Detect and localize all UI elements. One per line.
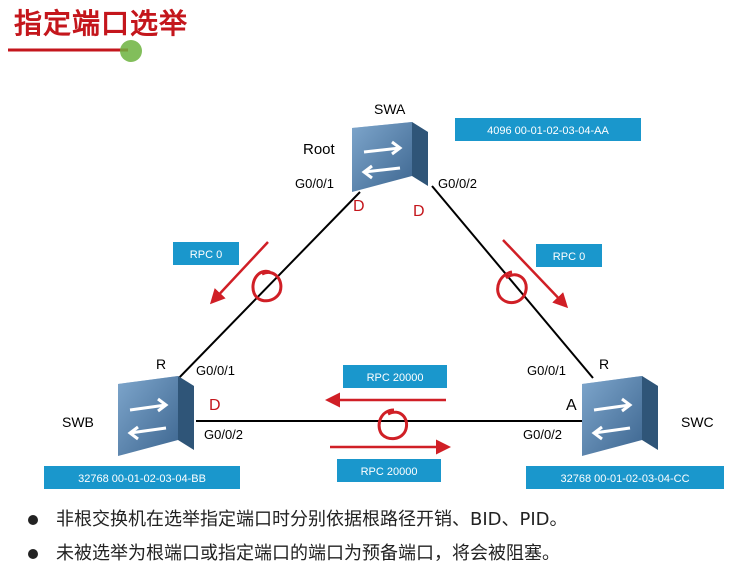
bullet-item: 未被选举为根端口或指定端口的端口为预备端口，将会被阻塞。 xyxy=(26,537,568,571)
annotation-circle-right xyxy=(496,270,528,305)
annotation-circle-left xyxy=(251,269,283,303)
swa-root-label: Root xyxy=(303,141,336,158)
rpc-right-label: RPC 0 xyxy=(553,251,585,263)
swa-name: SWA xyxy=(374,101,406,117)
link-swa-swb xyxy=(174,191,361,383)
swb-name: SWB xyxy=(62,414,94,430)
swc-port-g001: G0/0/1 xyxy=(527,363,566,378)
rpc-bottom-bottom-label: RPC 20000 xyxy=(361,466,418,478)
annotation-circle-bottom xyxy=(377,408,409,441)
swa-port2-role: D xyxy=(413,203,425,220)
swa-port-g002: G0/0/2 xyxy=(438,176,477,191)
rpc-right-arrow xyxy=(502,239,569,309)
switch-swc-icon[interactable] xyxy=(582,376,658,456)
swb-bid-box xyxy=(44,466,240,489)
swb-port-g002: G0/0/2 xyxy=(204,427,243,442)
swc-port-g002: G0/0/2 xyxy=(523,427,562,442)
swa-bid: 4096 00-01-02-03-04-AA xyxy=(487,125,609,137)
bullet-text: 未被选举为根端口或指定端口的端口为预备端口，将会被阻塞。 xyxy=(56,543,560,564)
bullet-item: 非根交换机在选举指定端口时分别依据根路径开销、BID、PID。 xyxy=(26,503,568,537)
swa-bid-box xyxy=(455,118,641,141)
rpc-right-box xyxy=(536,244,602,267)
swc-port1-role: R xyxy=(599,356,609,372)
switch-swb-icon[interactable] xyxy=(118,376,194,456)
swc-bid: 32768 00-01-02-03-04-CC xyxy=(560,473,689,485)
swb-port-g001: G0/0/1 xyxy=(196,363,235,378)
rpc-left-box xyxy=(173,242,239,265)
bullet-text: 非根交换机在选举指定端口时分别依据根路径开销、BID、PID。 xyxy=(56,509,568,530)
swb-port1-role: R xyxy=(156,356,166,372)
rpc-bottom-bottom-box xyxy=(337,459,441,482)
bullet-list: 非根交换机在选举指定端口时分别依据根路径开销、BID、PID。 未被选举为根端口… xyxy=(26,503,568,571)
rpc-bottom-top-box xyxy=(343,365,447,388)
page-title: 指定端口选举 xyxy=(14,7,189,40)
rpc-left-label: RPC 0 xyxy=(190,249,222,261)
bullet-dot-icon xyxy=(28,515,38,525)
rpc-bottom-top-label: RPC 20000 xyxy=(367,372,424,384)
swc-port2-role: A xyxy=(566,397,577,414)
swc-name: SWC xyxy=(681,414,714,430)
link-swa-swc xyxy=(431,185,594,379)
swa-port-g001: G0/0/1 xyxy=(295,176,334,191)
bullet-dot-icon xyxy=(28,549,38,559)
swc-bid-box xyxy=(526,466,724,489)
swb-port2-role: D xyxy=(209,397,221,414)
swa-port1-role: D xyxy=(353,198,365,215)
pointer-dot xyxy=(120,40,142,62)
swb-bid: 32768 00-01-02-03-04-BB xyxy=(78,473,206,485)
rpc-left-arrow xyxy=(209,241,269,305)
switch-swa-icon[interactable] xyxy=(352,122,428,192)
